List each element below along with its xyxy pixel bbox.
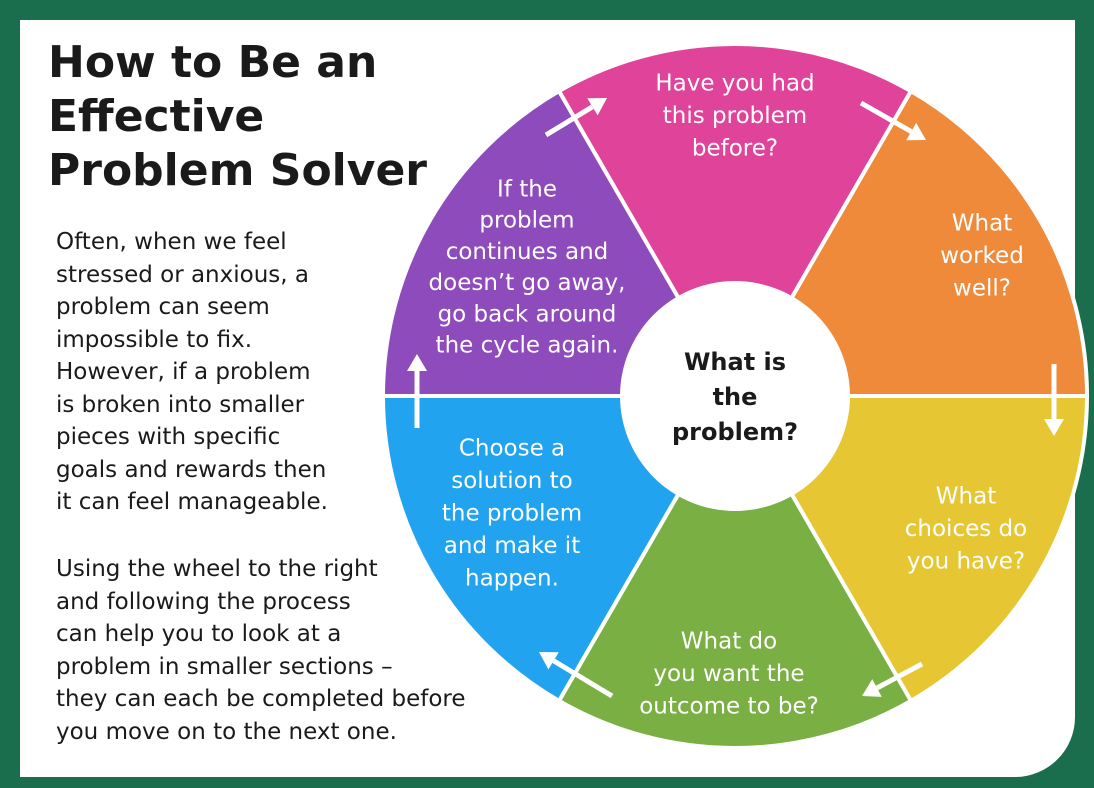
segment-label-line: If the — [497, 177, 557, 203]
segment-label-line: choices do — [905, 516, 1027, 542]
intro-line: impossible to fix. — [56, 326, 253, 353]
segment-label-line: you have? — [907, 549, 1025, 575]
wheel-segment — [381, 394, 737, 703]
segment-label-line: doesn’t go away, — [429, 270, 626, 296]
wheel-intro-line: Using the wheel to the right — [56, 556, 378, 582]
segment-label-line: What — [936, 484, 996, 510]
title-line: Problem Solver — [48, 145, 427, 196]
intro-line: is broken into smaller — [56, 391, 305, 418]
cycle-arrow-icon — [544, 98, 607, 138]
center-label-line: What is — [684, 348, 786, 376]
cycle-arrow-icon — [859, 100, 926, 141]
segment-label-line: outcome to be? — [639, 694, 819, 720]
wheel-segment — [381, 89, 737, 398]
segment-label-line: the cycle again. — [436, 333, 619, 359]
segment-label-line: worked — [940, 243, 1024, 269]
wheel-intro-paragraph: Using the wheel to the right and followi… — [56, 553, 466, 748]
intro-line: Often, when we feel — [56, 229, 287, 255]
segment-label-line: Have you had — [655, 71, 814, 97]
cycle-arrow-icon — [1044, 364, 1064, 436]
segment-label-line: this problem — [663, 103, 807, 129]
wheel-intro-line: can help you to look at a — [56, 621, 342, 647]
wheel-segment — [733, 394, 1089, 703]
segment-label-line: go back around — [438, 301, 617, 327]
wheel-intro-line: and following the process — [56, 588, 351, 615]
center-label-line: problem? — [672, 418, 798, 446]
intro-line: problem can seem — [56, 294, 270, 320]
title-line: How to Be an — [48, 37, 378, 88]
page-title: How to Be an Effective Problem Solver — [48, 36, 427, 198]
segment-label-line: problem — [479, 208, 574, 234]
center-circle — [620, 281, 850, 511]
cycle-arrow-icon — [862, 661, 924, 697]
segment-label-line: before? — [692, 136, 778, 162]
intro-line: However, if a problem — [56, 359, 311, 385]
title-line: Effective — [48, 91, 265, 142]
segment-label-line: continues and — [446, 239, 609, 265]
intro-line: it can feel manageable. — [56, 489, 328, 515]
segment-label-line: What — [952, 211, 1012, 237]
wheel-intro-line: problem in smaller sections – — [56, 653, 393, 680]
wheel-intro-line: they can each be completed before — [56, 686, 466, 712]
segment-label-line: Choose a — [459, 436, 565, 462]
intro-line: pieces with specific — [56, 424, 281, 450]
intro-line: stressed or anxious, a — [56, 261, 309, 288]
segment-label-line: What do — [681, 629, 777, 655]
wheel-segment — [557, 42, 913, 398]
cycle-arrow-icon — [407, 354, 427, 428]
wheel-intro-line: you move on to the next one. — [56, 718, 397, 745]
center-label-line: the — [713, 383, 758, 411]
segment-label-line: well? — [953, 276, 1011, 302]
segment-label-line: you want the — [653, 661, 804, 687]
wheel-segment — [733, 89, 1089, 398]
intro-paragraph: Often, when we feel stressed or anxious,… — [56, 226, 328, 519]
segment-label-line: happen. — [465, 566, 559, 592]
segment-label-line: solution to — [451, 468, 572, 494]
wheel-segment — [557, 394, 913, 750]
segment-label-line: and make it — [444, 533, 580, 559]
intro-line: goals and rewards then — [56, 456, 327, 483]
cycle-arrow-icon — [539, 652, 614, 699]
segment-label-line: the problem — [442, 501, 582, 527]
